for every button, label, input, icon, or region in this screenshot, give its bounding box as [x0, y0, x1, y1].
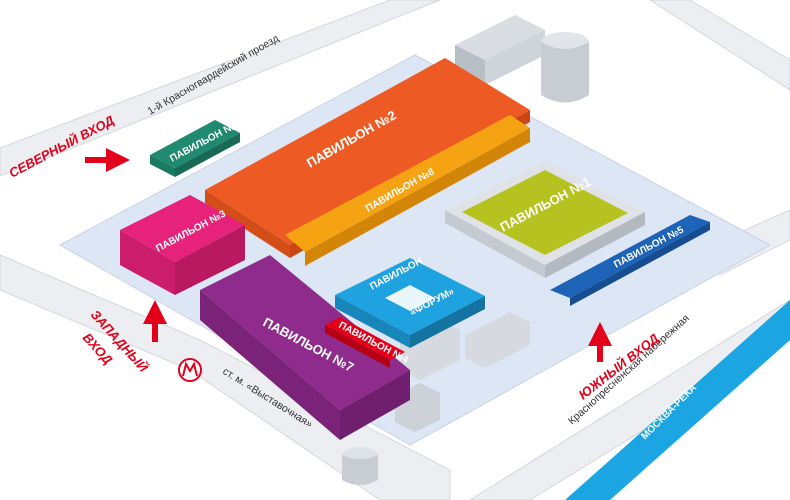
pavilion-1[interactable]: [445, 160, 645, 278]
street-north-label: 1-й Красногвардейский проезд: [146, 32, 282, 117]
pavilion-3[interactable]: [120, 195, 245, 295]
service-buildings: [342, 15, 589, 485]
pavilion-8[interactable]: [285, 115, 530, 266]
pavilion-4[interactable]: [325, 317, 405, 368]
pavilion-6[interactable]: [150, 120, 240, 177]
river: [565, 300, 790, 500]
pavilion-forum[interactable]: [335, 258, 485, 348]
pavilion-7[interactable]: [200, 255, 410, 440]
pavilion-5[interactable]: [550, 215, 710, 306]
metro-m-glyph: [182, 361, 198, 377]
